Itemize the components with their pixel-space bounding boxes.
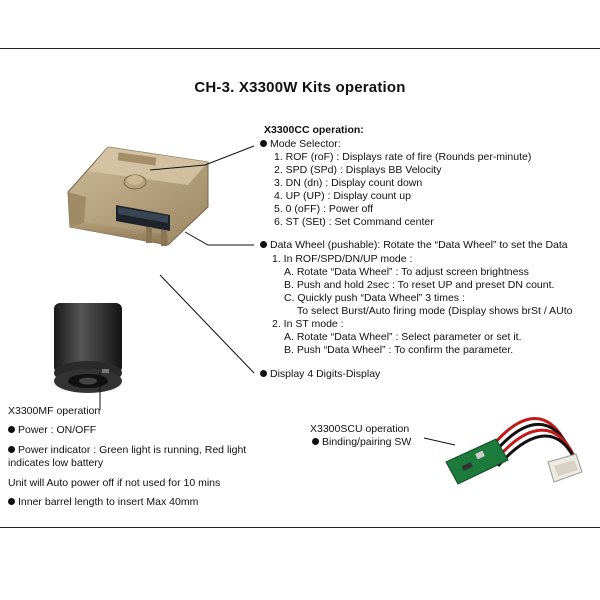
- mf-indicator-cont: indicates low battery: [8, 457, 104, 469]
- scu-binding: Binding/pairing SW: [312, 436, 411, 449]
- bottom-rule: [0, 527, 600, 528]
- mf-power: Power : ON/OFF: [8, 424, 96, 437]
- page-title: CH-3. X3300W Kits operation: [194, 79, 406, 96]
- x3300mf-barrel-image: [54, 303, 122, 393]
- bullet-icon: [260, 140, 267, 147]
- mode-item: 1. ROF (roF) : Displays rate of fire (Ro…: [274, 151, 532, 163]
- bullet-icon: [260, 370, 267, 377]
- mf-indicator: Power indicator : Green light is running…: [8, 444, 246, 457]
- mode-item: 5. 0 (oFF) : Power off: [274, 203, 374, 215]
- bullet-icon: [312, 438, 319, 445]
- bullet-icon: [8, 498, 15, 505]
- mode-selector-label: Mode Selector:: [260, 138, 341, 151]
- mf-heading: X3300MF operation: [8, 405, 101, 417]
- scu-heading: X3300SCU operation: [310, 423, 410, 435]
- data-wheel-label: Data Wheel (pushable): Rotate the “Data …: [260, 239, 568, 252]
- top-rule: [0, 48, 600, 49]
- st-mode-heading: 2. In ST mode :: [272, 318, 344, 330]
- mf-barrel-length: Inner barrel length to insert Max 40mm: [8, 496, 198, 509]
- st-item: A. Rotate “Data Wheel” : Select paramete…: [284, 331, 522, 343]
- bullet-icon: [260, 241, 267, 248]
- rof-item: B. Push and hold 2sec : To reset UP and …: [284, 279, 555, 291]
- x3300scu-board-image: [445, 417, 583, 485]
- mode-item: 2. SPD (SPd) : Displays BB Velocity: [274, 164, 442, 176]
- x3300cc-device-image: [67, 146, 209, 246]
- bullet-icon: [8, 446, 15, 453]
- rof-item: C. Quickly push “Data Wheel” 3 times :: [284, 292, 465, 304]
- mode-item: 3. DN (dn) : Display count down: [274, 177, 423, 189]
- burst-auto-note: To select Burst/Auto firing mode (Displa…: [297, 305, 573, 317]
- mode-item: 4. UP (UP) : Display count up: [274, 190, 411, 202]
- rof-item: A. Rotate “Data Wheel” : To adjust scree…: [284, 266, 529, 278]
- rof-mode-heading: 1. In ROF/SPD/DN/UP mode :: [272, 253, 413, 265]
- st-item: B. Push “Data Wheel” : To confirm the pa…: [284, 344, 514, 356]
- cc-heading: X3300CC operation:: [264, 124, 364, 136]
- display-label: Display 4 Digits-Display: [260, 368, 380, 381]
- mf-auto-off: Unit will Auto power off if not used for…: [8, 477, 221, 489]
- mode-item: 6. ST (SEt) : Set Command center: [274, 216, 434, 228]
- bullet-icon: [8, 426, 15, 433]
